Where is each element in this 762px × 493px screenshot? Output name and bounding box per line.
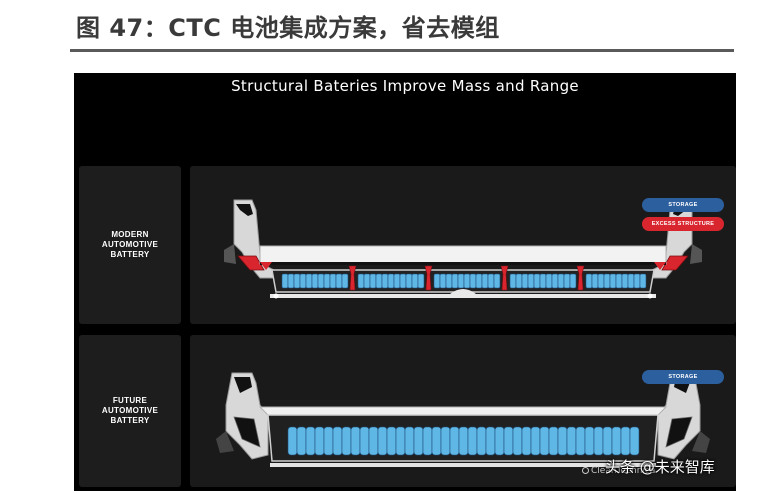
figure-title: 图 47：CTC 电池集成方案，省去模组 bbox=[76, 14, 500, 42]
row-panel-modern: STORAGE EXCESS STRUCTURE bbox=[190, 166, 736, 324]
row-label-future: FUTURE AUTOMOTIVE BATTERY bbox=[79, 335, 181, 487]
brand-ring-icon bbox=[582, 467, 589, 474]
row-label-modern: MODERN AUTOMOTIVE BATTERY bbox=[79, 166, 181, 324]
brand-text: CleanTechnica bbox=[591, 466, 656, 476]
legend-storage-future: STORAGE bbox=[642, 370, 724, 384]
row-label-modern-text: MODERN AUTOMOTIVE BATTERY bbox=[101, 230, 159, 259]
slide-image: Structural Bateries Improve Mass and Ran… bbox=[74, 73, 736, 491]
slide-title: Structural Bateries Improve Mass and Ran… bbox=[231, 77, 579, 95]
legend-excess-structure: EXCESS STRUCTURE bbox=[642, 217, 724, 231]
future-battery-diagram bbox=[216, 372, 710, 467]
legend-storage-modern: STORAGE bbox=[642, 198, 724, 212]
brand-watermark: CleanTechnica bbox=[582, 466, 655, 476]
title-divider bbox=[70, 49, 734, 52]
modern-battery-diagram bbox=[224, 199, 702, 299]
row-panel-future: STORAGE bbox=[190, 335, 736, 487]
row-label-future-text: FUTURE AUTOMOTIVE BATTERY bbox=[101, 396, 159, 425]
source-watermark: 头条 @未来智库 bbox=[605, 458, 715, 476]
